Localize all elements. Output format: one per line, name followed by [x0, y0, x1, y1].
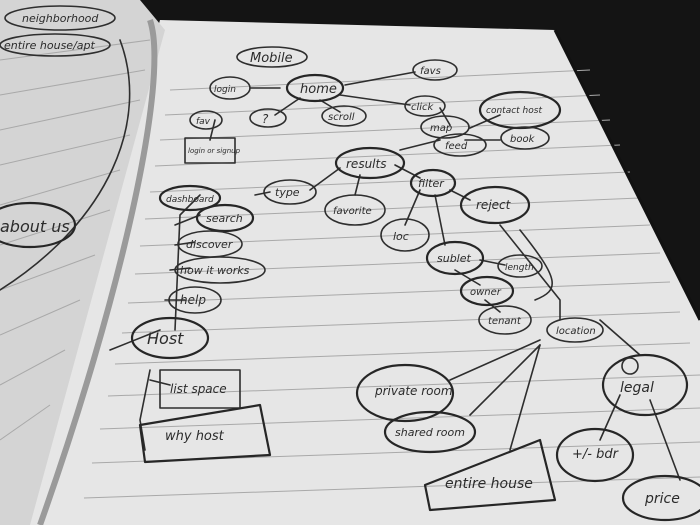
reject-bubble — [459, 185, 531, 225]
reject-label: reject — [476, 198, 512, 212]
location-bubble — [546, 317, 604, 343]
plus-minus-bdr-bubble — [555, 427, 635, 483]
shared-room-bubble — [383, 410, 477, 454]
how-it-works-label: how it works — [180, 264, 250, 277]
type-bubble — [263, 179, 317, 205]
contact-host-label: contact host — [486, 106, 542, 116]
location-label: location — [556, 326, 596, 337]
owner-bubble — [459, 275, 515, 307]
search-label: search — [206, 212, 243, 225]
help-bubble — [168, 286, 222, 314]
shared-room-label: shared room — [395, 426, 465, 439]
results-label: results — [346, 157, 386, 171]
book-bubble — [500, 126, 550, 150]
filter-label: filter — [418, 177, 445, 190]
neighborhood-bubble — [4, 5, 116, 31]
filter-bubble — [409, 168, 457, 198]
home-label: home — [300, 82, 337, 97]
mobile-title: Mobile — [250, 51, 293, 66]
price-bubble — [621, 474, 700, 522]
question-icon: ? — [262, 112, 269, 126]
login-signup-box — [184, 137, 236, 164]
tenant-label: tenant — [488, 316, 522, 327]
feed-label: feed — [445, 141, 468, 152]
login-bubble — [209, 76, 251, 100]
list-space-box — [159, 369, 241, 409]
entire-house-apt-bubble — [0, 33, 111, 57]
feed-bubble — [433, 133, 487, 157]
discover-label: discover — [186, 238, 234, 251]
host-label: Host — [147, 329, 184, 348]
about-us-bubble — [0, 201, 77, 249]
right-page — [20, 20, 700, 525]
neighborhood-label: neighborhood — [22, 12, 99, 25]
dashboard-label: dashboard — [166, 195, 214, 205]
about-us-label: about us — [0, 217, 70, 236]
favs-bubble — [412, 59, 458, 81]
login-signup-label: login or signup — [188, 147, 241, 155]
mobile-title-bubble — [236, 46, 308, 68]
entire-house-box — [423, 438, 557, 512]
favorite-bubble — [324, 194, 386, 226]
owner-label: owner — [470, 287, 502, 298]
fav-bubble — [189, 110, 223, 130]
favorite-label: favorite — [333, 206, 372, 217]
type-label: type — [275, 186, 300, 199]
map-bubble — [420, 115, 470, 139]
length-bubble — [497, 254, 543, 278]
entire-house-label: entire house — [445, 476, 533, 492]
ruled-lines — [83, 69, 700, 499]
help-label: help — [180, 293, 206, 307]
plus-minus-bdr-label: +/- bdr — [572, 447, 620, 462]
search-icon-bubble — [249, 108, 287, 128]
price-label: price — [644, 491, 680, 507]
map-label: map — [430, 123, 452, 134]
fav-label: fav — [196, 117, 211, 127]
entire-house-apt-label: entire house/apt — [4, 39, 95, 52]
favs-label: favs — [420, 66, 441, 77]
left-page — [0, 0, 165, 525]
loc-bubble — [380, 218, 430, 252]
click-label: click — [411, 102, 435, 113]
home-bubble — [285, 73, 345, 103]
why-host-box — [138, 403, 272, 464]
private-room-bubble — [355, 363, 455, 423]
legal-bubble — [601, 353, 689, 417]
how-it-works-bubble — [174, 256, 266, 284]
sublet-label: sublet — [437, 252, 472, 265]
private-room-label: private room — [374, 384, 453, 398]
why-host-label: why host — [165, 429, 225, 444]
legal-label: legal — [620, 380, 654, 396]
left-ruled-lines — [0, 39, 151, 441]
connector-lines — [109, 71, 681, 481]
search-bubble — [195, 203, 255, 233]
length-label: length — [505, 263, 534, 273]
click-bubble — [404, 95, 446, 117]
results-bubble — [334, 146, 406, 180]
loc-label: loc — [393, 230, 409, 243]
list-space-label: list space — [170, 382, 227, 396]
tenant-bubble — [478, 305, 532, 335]
dashboard-bubble — [158, 184, 222, 212]
sublet-bubble — [425, 240, 485, 276]
host-bubble — [130, 316, 210, 360]
scroll-label: scroll — [328, 112, 355, 123]
login-label: login — [214, 85, 236, 95]
book-label: book — [510, 134, 536, 145]
scroll-bubble — [321, 105, 367, 127]
